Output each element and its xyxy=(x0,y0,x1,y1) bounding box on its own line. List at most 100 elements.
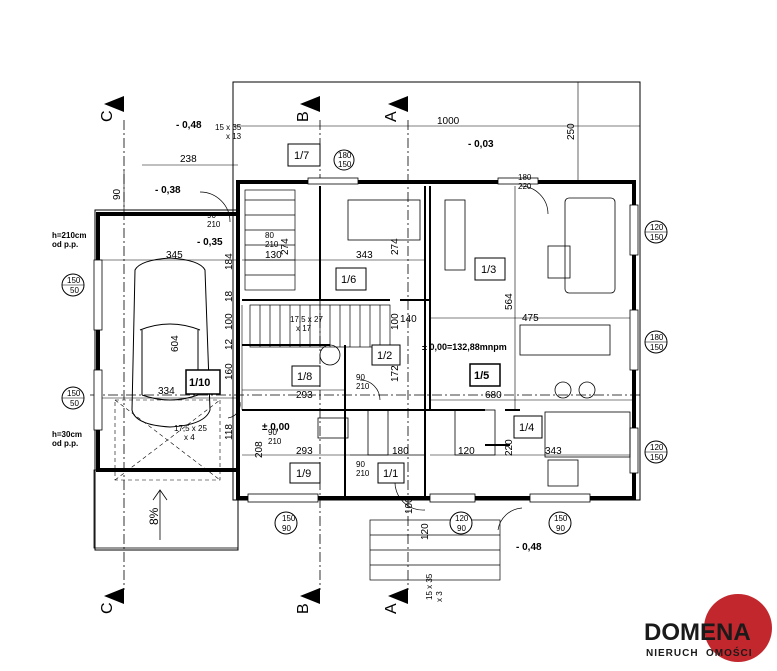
stairs-top-sub: x 13 xyxy=(226,132,242,141)
driveway-slope: 8% xyxy=(147,507,161,525)
level-038: - 0,38 xyxy=(155,185,181,196)
level-035: - 0,35 xyxy=(197,237,223,248)
garage-door-swing xyxy=(114,399,221,481)
dim-345: 345 xyxy=(166,250,183,261)
note-h30-sub: od p.p. xyxy=(52,439,78,448)
dim-172: 172 xyxy=(390,365,401,382)
door-f-bot: 210 xyxy=(207,220,221,229)
door-a-top: 180 xyxy=(518,173,532,182)
room-1-2: 1/2 xyxy=(377,350,392,362)
room-1-10: 1/10 xyxy=(189,377,210,389)
dim-680: 680 xyxy=(485,390,502,401)
dim-90: 90 xyxy=(112,188,123,200)
win-i-bot: 150 xyxy=(338,160,352,169)
door-b-top: 80 xyxy=(265,231,274,240)
win-e-bot: 50 xyxy=(70,399,79,408)
room-1-9: 1/9 xyxy=(296,468,311,480)
door-d-top: 90 xyxy=(356,460,365,469)
door-c-bot: 210 xyxy=(268,437,282,446)
dim-120b: 120 xyxy=(420,523,431,540)
dim-475: 475 xyxy=(522,313,539,324)
section-b-top: B xyxy=(295,111,312,122)
dim-343b: 343 xyxy=(545,446,562,457)
stairs-mid: 17,5 x 27 xyxy=(290,315,323,324)
level-markers: - 0,48 - 0,03 - 0,38 - 0,35 ± 0,00 - 0,4… xyxy=(155,120,542,553)
dim-180: 180 xyxy=(392,446,409,457)
driveway xyxy=(93,469,239,549)
level-003: - 0,03 xyxy=(468,139,494,150)
dim-293b: 293 xyxy=(296,446,313,457)
level-048a: - 0,48 xyxy=(176,120,202,131)
dim-238: 238 xyxy=(180,154,197,165)
note-h30: h=30cm xyxy=(52,430,82,439)
win-a-top: 120 xyxy=(650,223,664,232)
opening-labels: 120 150 180 150 120 150 150 50 150 50 15… xyxy=(61,149,668,535)
furniture xyxy=(317,197,631,487)
section-c-bot: C xyxy=(99,602,116,614)
win-g-bot: 90 xyxy=(457,524,466,533)
stairs-low-sub: x 4 xyxy=(184,433,195,442)
dim-160: 160 xyxy=(224,363,235,380)
section-a-bot: A xyxy=(383,603,400,614)
note-h210-sub: od p.p. xyxy=(52,240,78,249)
section-markers: C B A C B A xyxy=(99,96,408,614)
dim-564: 564 xyxy=(504,293,515,310)
dim-12: 12 xyxy=(224,338,235,350)
room-1-8: 1/8 xyxy=(297,371,312,383)
room-1-4: 1/4 xyxy=(519,422,534,434)
dim-120: 120 xyxy=(458,446,475,457)
dim-220: 220 xyxy=(504,439,515,456)
domena-logo: DOMENA NIERUCH OMOŚCI xyxy=(644,594,772,662)
dim-184: 184 xyxy=(224,253,235,270)
dim-118: 118 xyxy=(224,424,235,440)
logo-main: DOMENA xyxy=(644,619,751,646)
dim-604: 604 xyxy=(170,335,181,352)
height-notes: h=210cm od p.p. h=30cm od p.p. xyxy=(52,231,86,448)
section-c-top: C xyxy=(99,110,116,122)
dim-274: 274 xyxy=(280,238,291,255)
win-h-bot: 90 xyxy=(556,524,565,533)
dim-140: 140 xyxy=(400,314,417,325)
win-i-top: 180 xyxy=(338,151,352,160)
logo-circle xyxy=(704,594,772,662)
win-b-top: 180 xyxy=(650,333,664,342)
door-f-top: 90 xyxy=(207,211,216,220)
win-f-top: 150 xyxy=(282,514,296,523)
dim-250: 250 xyxy=(566,123,577,140)
level-048b: - 0,48 xyxy=(516,542,542,553)
stairs-top: 15 x 35 xyxy=(215,123,242,132)
dim-274b: 274 xyxy=(390,238,401,255)
note-h210: h=210cm xyxy=(52,231,86,240)
dim-100b: 100 xyxy=(390,313,401,330)
room-1-6: 1/6 xyxy=(341,274,356,286)
door-swings xyxy=(199,185,549,531)
dim-343a: 343 xyxy=(356,250,373,261)
door-d-bot: 210 xyxy=(356,469,370,478)
stairs-bot: 15 x 35 xyxy=(425,573,434,600)
dim-293a: 293 xyxy=(296,390,313,401)
room-1-5: 1/5 xyxy=(474,370,489,382)
logo-sub-right: OMOŚCI xyxy=(706,646,753,659)
door-e-top: 90 xyxy=(356,373,365,382)
main-level: ± 0,00=132,88mnpm xyxy=(422,342,507,352)
room-1-1: 1/1 xyxy=(383,468,398,480)
room-1-7: 1/7 xyxy=(294,150,309,162)
level-000: ± 0,00 xyxy=(262,422,290,433)
door-b-bot: 210 xyxy=(265,240,279,249)
section-a-top: A xyxy=(383,111,400,122)
win-c-bot: 150 xyxy=(650,453,664,462)
stairs-bot-sub: x 3 xyxy=(435,591,444,602)
stair-notes: 15 x 35 x 13 17,5 x 27 x 17 17,5 x 25 x … xyxy=(174,123,444,602)
room-1-3: 1/3 xyxy=(481,264,496,276)
dim-334: 334 xyxy=(158,386,175,397)
door-a-bot: 220 xyxy=(518,182,532,191)
dim-100c: 100 xyxy=(404,497,415,514)
win-c-top: 120 xyxy=(650,443,664,452)
win-e-top: 150 xyxy=(67,389,81,398)
win-g-top: 120 xyxy=(455,514,469,523)
dim-1000: 1000 xyxy=(437,116,460,127)
win-h-top: 150 xyxy=(554,514,568,523)
section-b-bot: B xyxy=(295,603,312,614)
dim-100: 100 xyxy=(224,313,235,330)
